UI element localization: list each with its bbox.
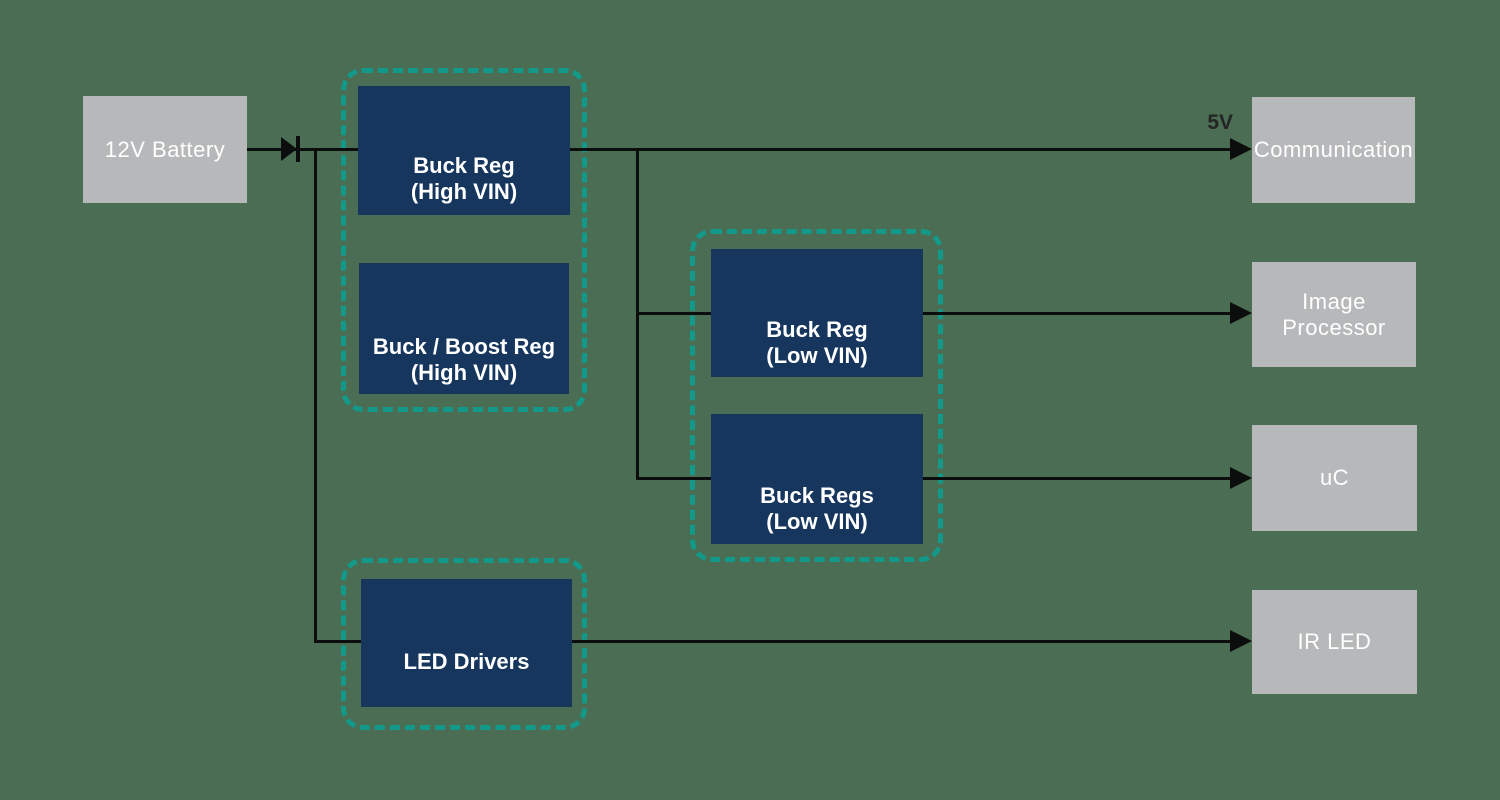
block-buck-boost-reg-high-vin: Buck / Boost Reg (High VIN)	[359, 263, 569, 394]
group-low-vin-regulators	[690, 229, 943, 562]
wire-buck-regs-low-to-uc	[923, 477, 1232, 480]
block-label: IR LED	[1297, 629, 1372, 654]
arrowhead-communication	[1230, 138, 1252, 160]
block-label-line2: (High VIN)	[410, 179, 518, 204]
group-high-vin-regulators	[341, 68, 587, 412]
wire-battery-to-buck-reg-high	[247, 148, 358, 151]
group-led-drivers	[341, 558, 587, 730]
block-12v-battery: 12V Battery	[83, 96, 247, 203]
wire-branch-to-buck-regs-low	[636, 477, 711, 480]
block-label-line1: Image	[1302, 288, 1366, 314]
wire-battery-branch-down	[314, 148, 317, 643]
block-label-line2: Processor	[1282, 314, 1386, 340]
arrowhead-uc	[1230, 467, 1252, 489]
block-buck-reg-low-vin: Buck Reg (Low VIN)	[711, 249, 923, 377]
arrowhead-image-processor	[1230, 302, 1252, 324]
wire-buck-reg-high-to-communication	[570, 148, 1232, 151]
block-label: Communication	[1253, 137, 1414, 162]
block-label-line2: (Low VIN)	[766, 509, 868, 534]
wire-branch-to-led-drivers	[314, 640, 361, 643]
diode-cathode-bar	[296, 136, 300, 162]
rail-5v-label: 5V	[1207, 111, 1233, 134]
arrowhead-ir-led	[1230, 630, 1252, 652]
block-led-drivers: LED Drivers	[361, 579, 572, 707]
block-label-line1: Buck Reg	[766, 317, 868, 342]
wire-branch-to-buck-reg-low	[636, 312, 711, 315]
block-label: LED Drivers	[403, 649, 530, 674]
block-ir-led: IR LED	[1252, 590, 1417, 694]
block-label-line2: (High VIN)	[410, 360, 518, 385]
block-buck-regs-low-vin: Buck Regs (Low VIN)	[711, 414, 923, 544]
block-label-line2: (Low VIN)	[766, 343, 868, 368]
block-communication: Communication	[1252, 97, 1415, 203]
block-image-processor: Image Processor	[1252, 262, 1416, 367]
block-label: 12V Battery	[104, 136, 226, 162]
block-buck-reg-high-vin: Buck Reg (High VIN)	[358, 86, 570, 215]
block-label-line1: Buck / Boost Reg	[372, 334, 556, 359]
block-label-line1: Buck Reg	[413, 153, 515, 178]
wire-buck-reg-low-to-image-processor	[923, 312, 1232, 315]
block-label-line1: Buck Regs	[760, 483, 874, 508]
diode-icon	[281, 137, 297, 161]
block-uc: uC	[1252, 425, 1417, 531]
block-label: uC	[1319, 465, 1350, 490]
wire-led-drivers-to-ir-led	[572, 640, 1232, 643]
